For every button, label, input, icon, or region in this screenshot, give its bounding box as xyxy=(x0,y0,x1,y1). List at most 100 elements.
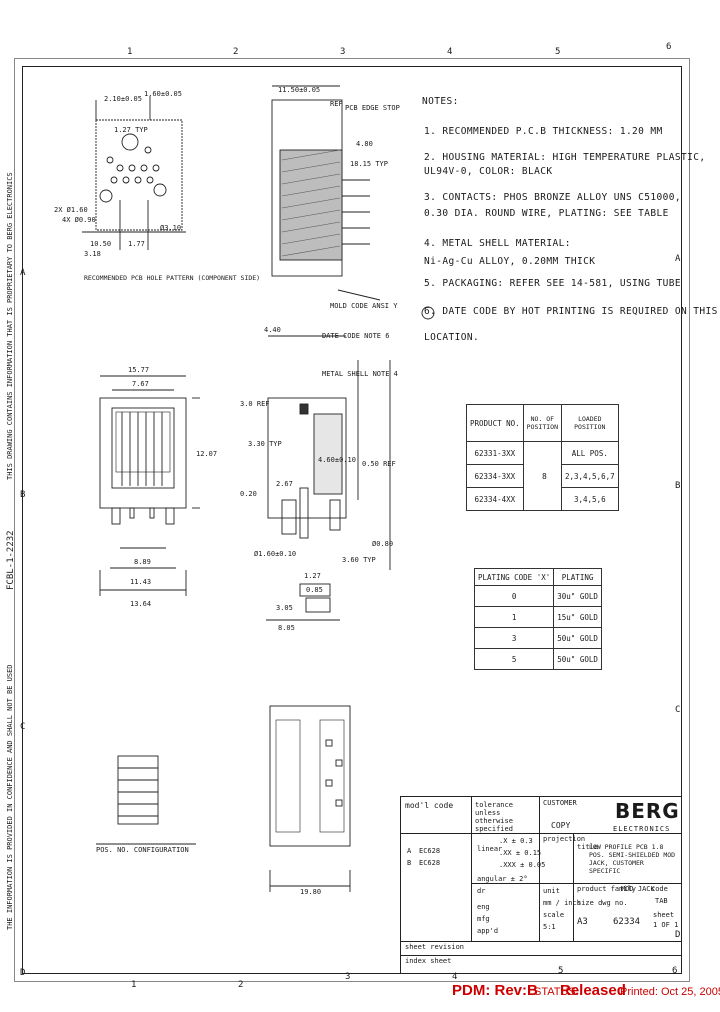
pos-config-label: POS. NO. CONFIGURATION xyxy=(96,846,189,854)
table-header: PLATING CODE 'X' xyxy=(473,568,555,586)
table-cell: 15u" GOLD xyxy=(553,606,602,628)
table-cell: ALL POS. xyxy=(560,441,619,465)
tb-unit-val: mm / inch xyxy=(543,899,581,907)
dim-label: 0.20 xyxy=(240,490,257,498)
table-header: LOADED POSITION xyxy=(560,404,619,442)
dim-label: 13.64 xyxy=(130,600,152,608)
dim-label: 3.30 TYP xyxy=(248,440,282,448)
table-cell: 62331-3XX xyxy=(466,441,524,465)
product-table: PRODUCT NO. NO. OF POSITION LOADED POSIT… xyxy=(466,404,619,511)
dim-label: 8.05 xyxy=(278,624,295,632)
dim-label: 1.27 TYP xyxy=(114,126,148,134)
tb-product-family: product family xyxy=(577,885,637,893)
grid-letter-right: A xyxy=(675,254,681,264)
pdm-label: PDM: Rev:B xyxy=(452,982,538,999)
grid-number-top: 2 xyxy=(233,47,239,57)
grid-number-bottom: 2 xyxy=(238,980,244,990)
hole xyxy=(116,164,124,172)
tb-eng: eng xyxy=(477,903,490,911)
dim-label: 4.80 xyxy=(356,140,373,148)
table-cell: 2,3,4,5,6,7 xyxy=(560,464,619,488)
table-cell: 3 xyxy=(473,627,555,649)
note-line: 6. DATE CODE BY HOT PRINTING IS REQUIRED… xyxy=(424,306,718,317)
table-cell: 30u" GOLD xyxy=(553,585,602,607)
note-line: 4. METAL SHELL MATERIAL: xyxy=(424,238,571,249)
drawing-border xyxy=(22,66,682,974)
grid-letter-right: D xyxy=(675,930,681,940)
table-cell: 0 xyxy=(473,585,555,607)
note-line: 2. HOUSING MATERIAL: HIGH TEMPERATURE PL… xyxy=(424,152,706,163)
front-view-body xyxy=(99,397,187,509)
hole xyxy=(153,183,167,197)
table-cell xyxy=(522,441,562,511)
recommended-label: RECOMMENDED PCB HOLE PATTERN (COMPONENT … xyxy=(84,274,261,282)
title-block: mod'l code tolerance unless otherwise sp… xyxy=(400,796,682,974)
dim-label: 11.43 xyxy=(130,578,152,586)
tb-size-val: A3 xyxy=(577,917,588,927)
table-header: PLATING xyxy=(553,568,602,586)
dim-label: 8.89 xyxy=(134,558,151,566)
bottom-view-body xyxy=(269,705,351,847)
dim-label: 0.85 xyxy=(306,586,323,594)
hole xyxy=(152,164,160,172)
table-header: PRODUCT NO. xyxy=(466,404,524,442)
dim-label: 0.50 REF xyxy=(362,460,396,468)
note-line: LOCATION. xyxy=(424,332,480,343)
tb-index-sheet: index sheet xyxy=(405,957,452,965)
dim-label: 3.0 REF xyxy=(240,400,270,408)
dim-label: 2X Ø1.60 xyxy=(54,206,88,214)
grid-letter-right: C xyxy=(675,705,681,715)
tb-tol2: .XX ± 0.15 xyxy=(499,849,542,857)
dim-label: 2.10±0.05 xyxy=(104,95,142,103)
hole xyxy=(134,176,142,184)
tb-tolerance: tolerance unless otherwise specified xyxy=(475,801,513,833)
note-line: Ni-Ag-Cu ALLOY, 0.20MM THICK xyxy=(424,256,596,267)
grid-number-bottom: 4 xyxy=(452,972,458,982)
grid-number-top: 4 xyxy=(447,47,453,57)
grid-number-top: 5 xyxy=(555,47,561,57)
pos-config-box xyxy=(117,755,159,825)
dim-label: 3.05 xyxy=(276,604,293,612)
tb-code: code xyxy=(651,885,668,893)
dim-label: 19.80 xyxy=(300,888,322,896)
tb-dwg-no-val: 62334 xyxy=(613,917,641,927)
dim-label: 7.67 xyxy=(132,380,149,388)
note-line: UL94V-0, COLOR: BLACK xyxy=(424,166,553,177)
dim-label: 4.60±0.10 xyxy=(318,456,356,464)
tb-copy: COPY xyxy=(551,821,571,830)
dim-label: 18.15 TYP xyxy=(350,160,388,168)
table-cell: 50u" GOLD xyxy=(553,627,602,649)
tb-linear: linear xyxy=(477,845,503,853)
tb-rev-b: B xyxy=(407,859,412,867)
dim-label: 3.60 TYP xyxy=(342,556,376,564)
tb-dr: dr xyxy=(477,887,486,895)
hole xyxy=(140,164,148,172)
dim-label: 4.40 xyxy=(264,326,281,334)
tb-dwg-no: size dwg no. xyxy=(577,899,628,907)
note-line: 0.30 DIA. ROUND WIRE, PLATING: SEE TABLE xyxy=(424,208,669,219)
grid-letter-left: C xyxy=(20,722,26,732)
printed-date: Printed: Oct 25, 2005 xyxy=(620,986,720,998)
grid-letter-left: A xyxy=(20,268,26,278)
dim-label: 12.07 xyxy=(196,450,218,458)
dim-label: MOLD CODE ANSI Y xyxy=(330,302,398,310)
dim-label: 2.67 xyxy=(276,480,293,488)
plating-table: PLATING CODE 'X' PLATING 0 30u" GOLD 1 1… xyxy=(473,568,602,670)
tb-angular: angular ± 2° xyxy=(477,875,528,883)
dim-label: REF xyxy=(330,100,343,108)
company-logo: BERG xyxy=(615,799,680,823)
note-line: 5. PACKAGING: REFER SEE 14-581, USING TU… xyxy=(424,278,682,289)
tb-customer: CUSTOMER xyxy=(543,799,577,807)
notes-title: NOTES: xyxy=(422,96,459,107)
dim-label: Ø3.10 xyxy=(160,224,182,232)
table-cell: 50u" GOLD xyxy=(553,648,602,670)
hole xyxy=(99,189,113,203)
tb-scale: scale xyxy=(543,911,565,919)
tb-title-text: LOW PROFILE PCB 1.8 POS. SEMI-SHIELDED M… xyxy=(589,843,676,875)
section-view-body xyxy=(267,397,347,519)
dim-label: Ø0.80 xyxy=(372,540,394,548)
table-cell: 5 xyxy=(473,648,555,670)
hole xyxy=(144,146,152,154)
tb-projection: projection xyxy=(543,835,586,843)
dim-label: 15.77 xyxy=(128,366,150,374)
